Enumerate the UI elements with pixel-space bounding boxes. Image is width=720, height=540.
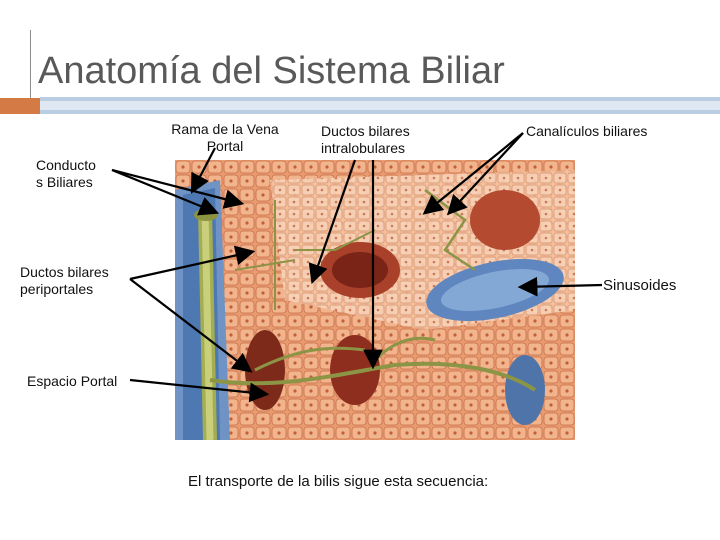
liver-lobule-illustration: [175, 160, 575, 440]
diagram-caption: El transporte de la bilis sigue esta sec…: [188, 473, 489, 490]
label-canaliculos-biliares: Canalículos biliares: [526, 123, 648, 139]
title-bar-top: [40, 97, 720, 101]
title-bar-fill: [40, 101, 720, 110]
title-bar-bottom: [40, 110, 720, 114]
label-rama-vena-portal: Rama de la Vena Portal: [171, 121, 279, 154]
title-bar-orange-block: [0, 98, 40, 114]
title-accent-line: [30, 30, 31, 105]
label-sinusoides: Sinusoides: [603, 277, 677, 294]
label-conductos-biliares: Conducto s Biliares: [36, 157, 96, 190]
slide-title: Anatomía del Sistema Biliar: [38, 50, 505, 92]
label-ductos-intralobulares: Ductos bilares intralobulares: [321, 123, 410, 156]
label-ductos-periportales: Ductos bilares periportales: [20, 264, 109, 297]
label-espacio-portal: Espacio Portal: [27, 373, 118, 389]
